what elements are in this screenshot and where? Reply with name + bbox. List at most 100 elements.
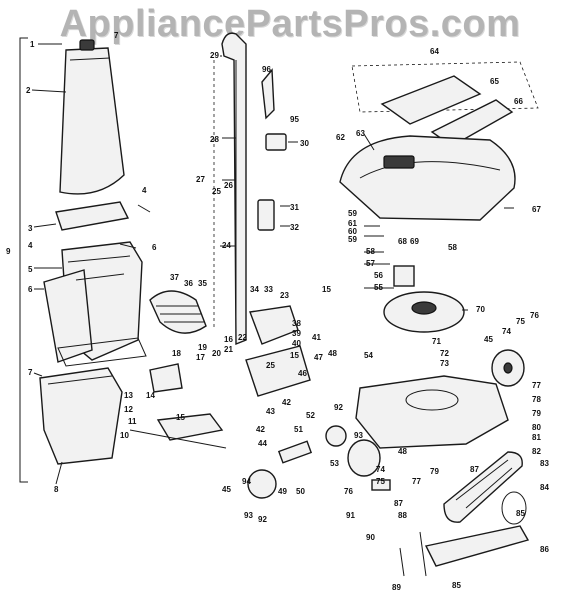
callout-24: 24 bbox=[222, 241, 231, 250]
callout-45: 45 bbox=[222, 485, 231, 494]
fan-housing[interactable] bbox=[249, 305, 299, 345]
callout-77: 77 bbox=[412, 477, 421, 486]
callout-48: 48 bbox=[398, 447, 407, 456]
callout-19: 19 bbox=[198, 343, 207, 352]
callout-5: 5 bbox=[28, 265, 33, 274]
height-bracket[interactable] bbox=[149, 363, 183, 393]
callout-48: 48 bbox=[328, 349, 337, 358]
dirt-cup[interactable] bbox=[39, 367, 123, 465]
callout-37: 37 bbox=[170, 273, 179, 282]
brush-roll-end[interactable] bbox=[325, 425, 347, 447]
callout-11: 11 bbox=[128, 417, 137, 426]
callout-51: 51 bbox=[294, 425, 303, 434]
bumper[interactable] bbox=[277, 440, 313, 464]
callout-18: 18 bbox=[172, 349, 181, 358]
callout-91: 91 bbox=[346, 511, 355, 520]
base[interactable] bbox=[355, 375, 509, 449]
callout-41: 41 bbox=[312, 333, 321, 342]
callout-76: 76 bbox=[530, 311, 539, 320]
callout-62: 62 bbox=[336, 133, 345, 142]
callout-70: 70 bbox=[476, 305, 485, 314]
callout-92: 92 bbox=[258, 515, 267, 524]
callout-79: 79 bbox=[532, 409, 541, 418]
gasket[interactable] bbox=[57, 337, 147, 367]
link-rod[interactable] bbox=[129, 429, 227, 449]
bag-clip[interactable] bbox=[79, 39, 95, 51]
callout-82: 82 bbox=[532, 447, 541, 456]
belt[interactable] bbox=[501, 491, 527, 525]
callout-87: 87 bbox=[470, 465, 479, 474]
callout-47: 47 bbox=[314, 353, 323, 362]
bag-ring[interactable] bbox=[55, 201, 130, 231]
callout-78: 78 bbox=[532, 395, 541, 404]
callout-79: 79 bbox=[430, 467, 439, 476]
outer-bag-panel[interactable] bbox=[43, 269, 93, 363]
callout-66: 66 bbox=[514, 97, 523, 106]
callout-27: 27 bbox=[196, 175, 205, 184]
callout-58: 58 bbox=[448, 243, 457, 252]
callout-84: 84 bbox=[540, 483, 549, 492]
nozzle-base[interactable] bbox=[245, 345, 311, 397]
callout-10: 10 bbox=[120, 431, 129, 440]
callout-25: 25 bbox=[266, 361, 275, 370]
callout-56: 56 bbox=[374, 271, 383, 280]
callout-21: 21 bbox=[224, 345, 233, 354]
callout-22: 22 bbox=[238, 333, 247, 342]
callout-54: 54 bbox=[364, 351, 373, 360]
bottom-plate[interactable] bbox=[424, 525, 530, 567]
motor-bracket[interactable] bbox=[393, 265, 415, 287]
callout-38: 38 bbox=[292, 319, 301, 328]
callout-90: 90 bbox=[366, 533, 375, 542]
callout-71: 71 bbox=[432, 337, 441, 346]
front-wheel[interactable] bbox=[247, 469, 277, 499]
callout-57: 57 bbox=[366, 259, 375, 268]
pin[interactable] bbox=[137, 204, 151, 213]
pedal-plate[interactable] bbox=[156, 413, 224, 441]
callout-86: 86 bbox=[540, 545, 549, 554]
callout-33: 33 bbox=[264, 285, 273, 294]
callout-50: 50 bbox=[296, 487, 305, 496]
callout-34: 34 bbox=[250, 285, 259, 294]
switch[interactable] bbox=[265, 133, 287, 151]
callout-59: 59 bbox=[348, 235, 357, 244]
callout-73: 73 bbox=[440, 359, 449, 368]
callout-49: 49 bbox=[278, 487, 287, 496]
callout-8: 8 bbox=[54, 485, 59, 494]
callout-95: 95 bbox=[290, 115, 299, 124]
callout-20: 20 bbox=[212, 349, 221, 358]
callout-83: 83 bbox=[540, 459, 549, 468]
callout-2: 2 bbox=[26, 86, 31, 95]
callout-74: 74 bbox=[376, 465, 385, 474]
callout-36: 36 bbox=[184, 279, 193, 288]
callout-1: 1 bbox=[30, 40, 35, 49]
callout-60: 60 bbox=[348, 227, 357, 236]
callout-15: 15 bbox=[290, 351, 299, 360]
callout-87: 87 bbox=[394, 499, 403, 508]
callout-80: 80 bbox=[532, 423, 541, 432]
callout-58: 58 bbox=[366, 247, 375, 256]
callout-68: 68 bbox=[398, 237, 407, 246]
handle-tube[interactable] bbox=[221, 32, 247, 346]
callout-7: 7 bbox=[114, 31, 119, 40]
wheel-74[interactable] bbox=[347, 439, 381, 477]
switch-plate[interactable] bbox=[257, 199, 275, 231]
agitator[interactable] bbox=[443, 451, 523, 523]
callout-4: 4 bbox=[142, 186, 147, 195]
watermark: AppliancePartsPros.com bbox=[59, 2, 521, 45]
dust-bag[interactable] bbox=[59, 47, 125, 195]
callout-17: 17 bbox=[196, 353, 205, 362]
callout-69: 69 bbox=[410, 237, 419, 246]
callout-55: 55 bbox=[374, 283, 383, 292]
cord-hook[interactable] bbox=[261, 68, 275, 120]
callout-39: 39 bbox=[292, 329, 301, 338]
group-bracket-9 bbox=[19, 37, 28, 483]
callout-65: 65 bbox=[490, 77, 499, 86]
callout-6: 6 bbox=[152, 243, 157, 252]
handle-cover[interactable] bbox=[380, 75, 482, 125]
callout-85: 85 bbox=[516, 509, 525, 518]
callout-14: 14 bbox=[146, 391, 155, 400]
pedal[interactable] bbox=[371, 479, 391, 491]
callout-81: 81 bbox=[532, 433, 541, 442]
screws[interactable] bbox=[399, 531, 427, 577]
